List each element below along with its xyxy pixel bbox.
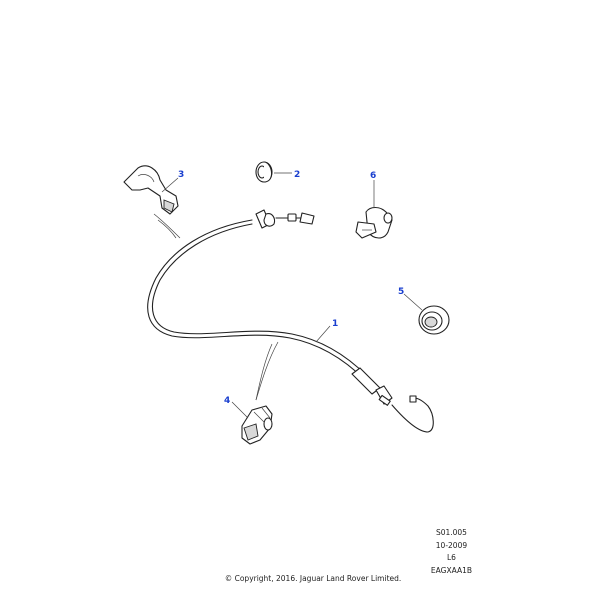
callout-6: 6	[370, 171, 376, 181]
drawing-date: 10-2009	[435, 540, 468, 550]
callout-3: 3	[178, 170, 184, 180]
cable-assembly	[147, 209, 434, 433]
clip-part	[123, 165, 179, 215]
retaining-clip-part	[241, 405, 273, 445]
bush-part	[255, 161, 273, 183]
copyright-notice: © Copyright, 2016. Jaguar Land Rover Lim…	[224, 574, 402, 583]
bracket-part	[355, 206, 393, 239]
drawing-reference-block: S01.005 10-2009 L6 EAGXAA1B	[431, 527, 472, 577]
leader-lines	[161, 172, 423, 419]
callout-2: 2	[294, 170, 300, 180]
callout-5: 5	[398, 287, 404, 297]
drawing-ref-code: S01.005	[435, 528, 467, 537]
drawing-variant: L6	[446, 553, 456, 562]
grommet-part	[418, 305, 450, 335]
callout-1: 1	[332, 319, 338, 329]
callout-4: 4	[224, 396, 230, 406]
drawing-id: EAGXAA1B	[430, 565, 472, 575]
